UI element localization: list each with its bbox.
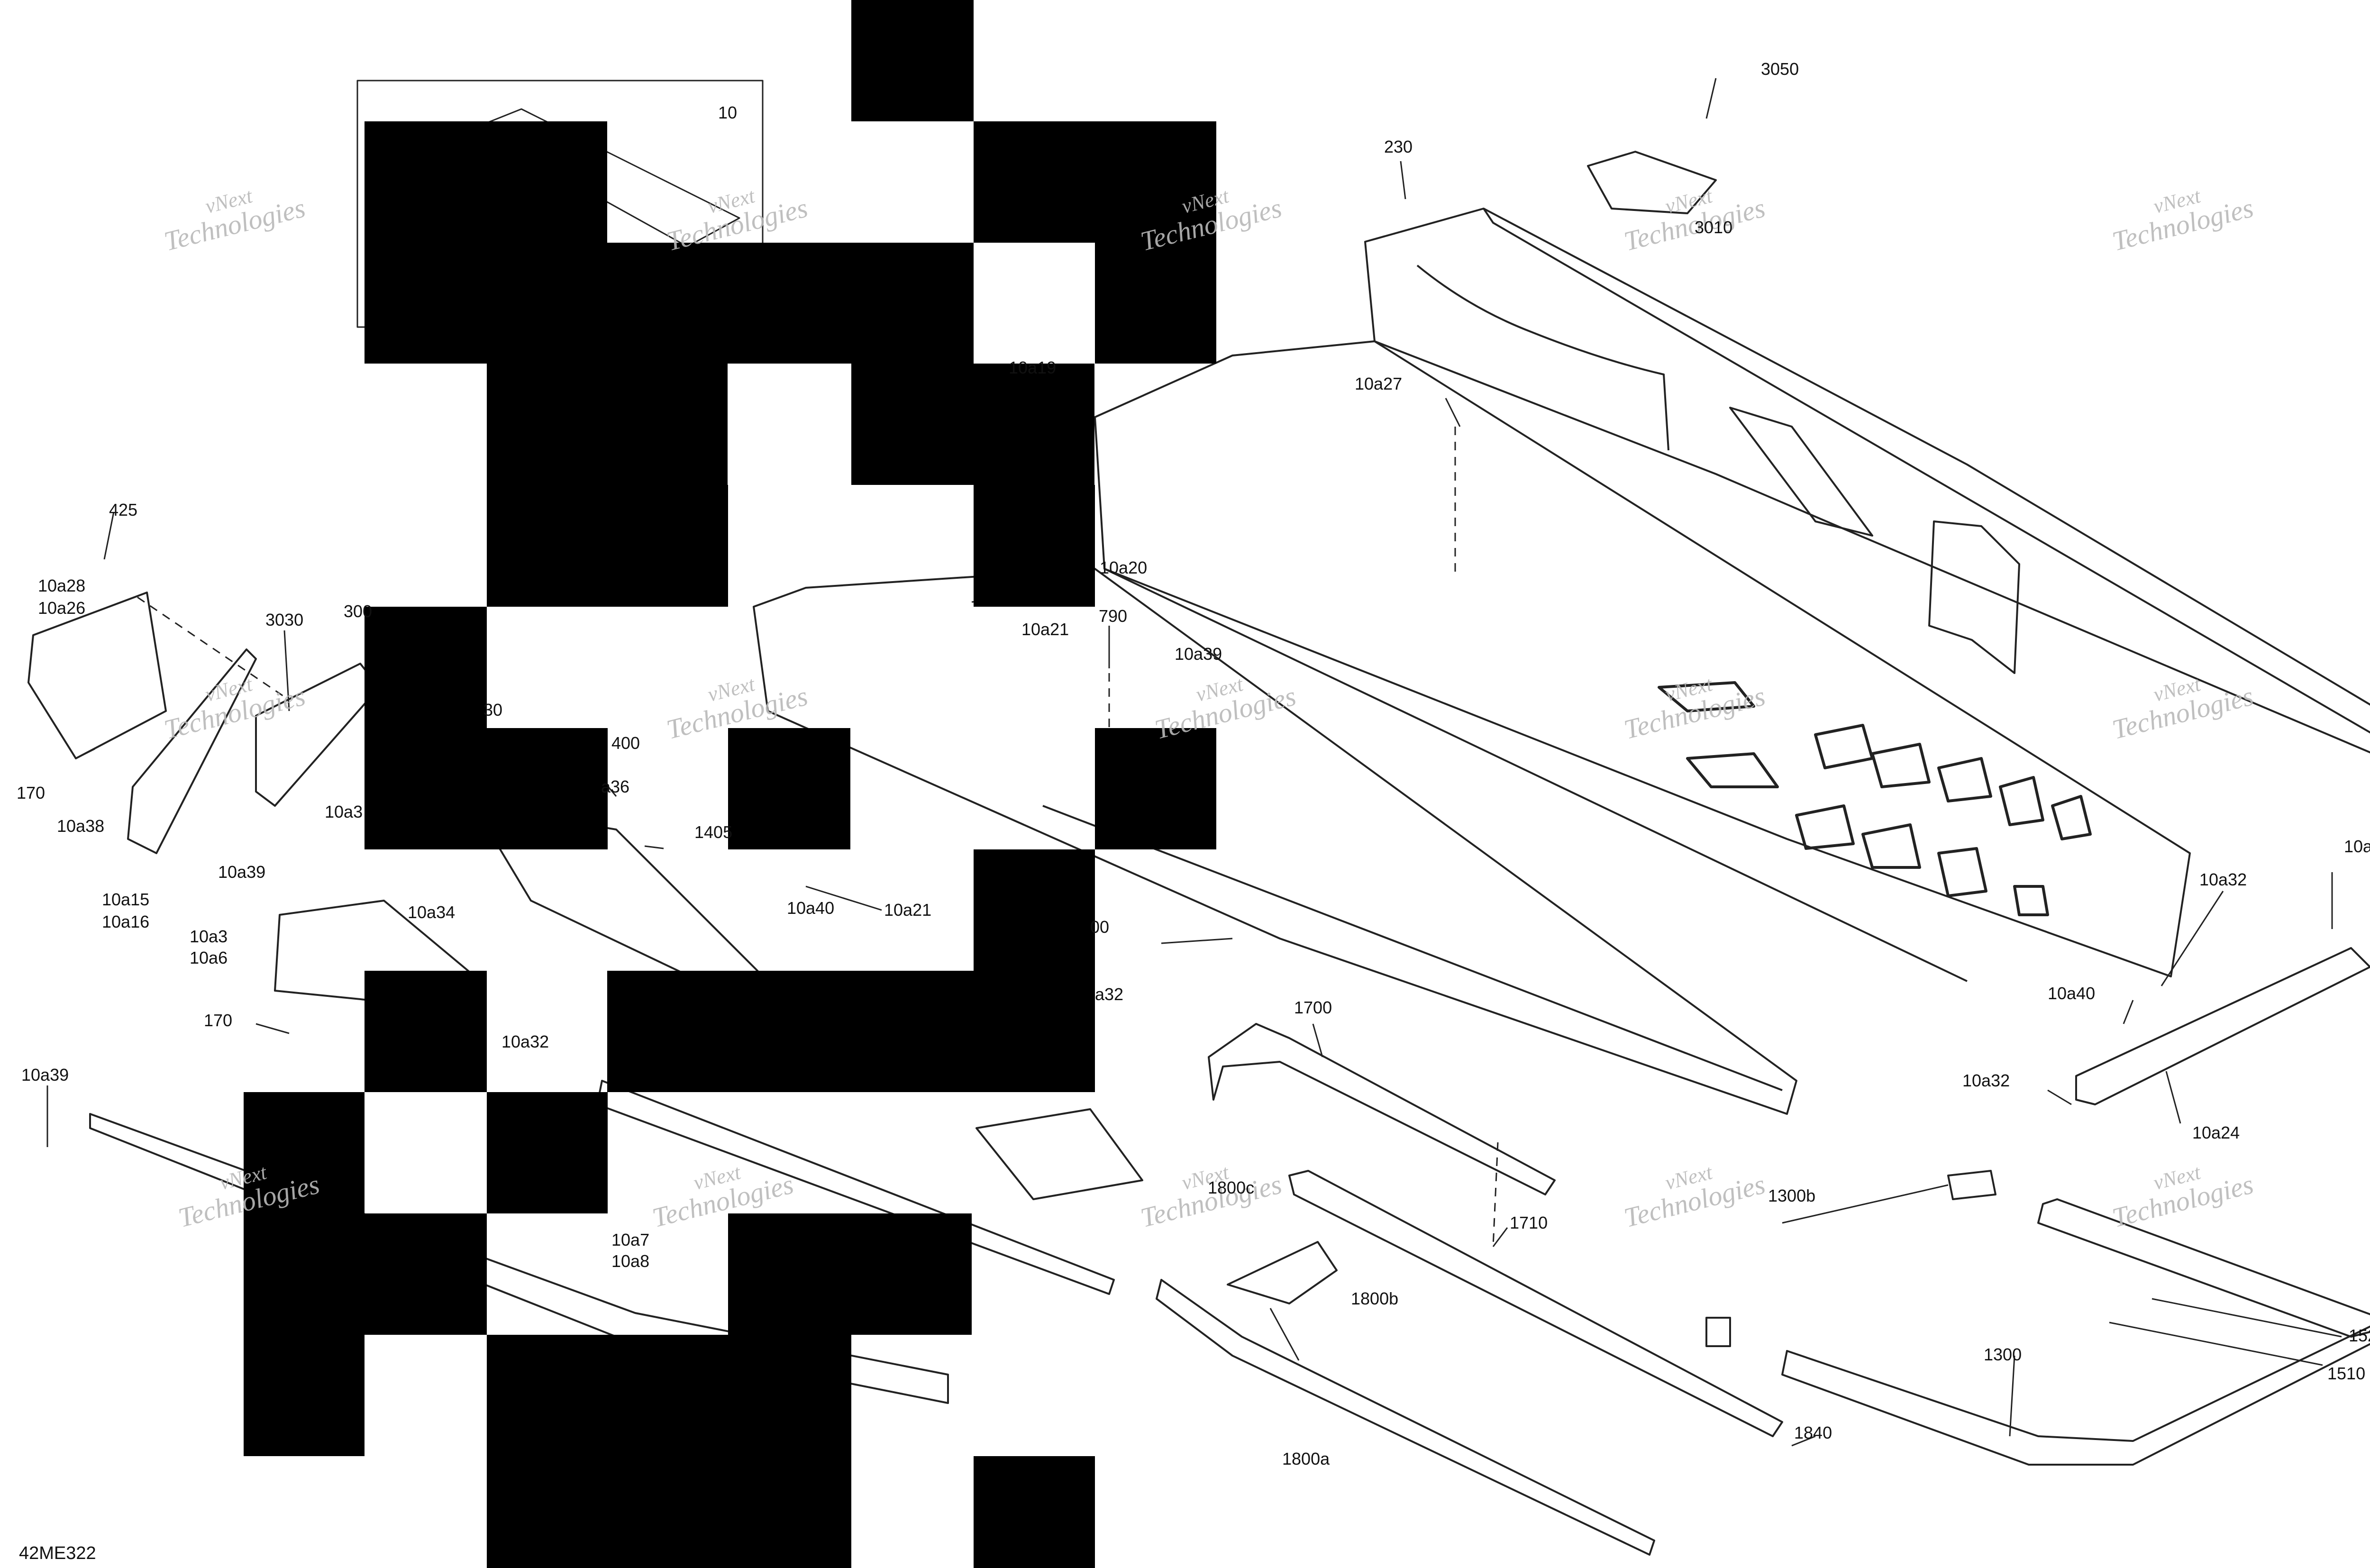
- callout-10a38: 10a38: [57, 816, 105, 836]
- callout-10a3: 10a3: [190, 927, 228, 946]
- callout-10a16: 10a16: [102, 912, 150, 931]
- callout-10a39: 10a39: [21, 1065, 69, 1085]
- callout-a36: a36: [601, 777, 630, 796]
- diagram-reference-code: 42ME322: [19, 1543, 96, 1563]
- callout-30: 30: [483, 700, 503, 720]
- leader-lines: [46, 78, 2342, 1447]
- callout-10a40: 10a40: [2048, 984, 2096, 1003]
- callout-a32: a32: [1095, 985, 1124, 1004]
- callout-1840: 1840: [1794, 1423, 1832, 1442]
- tunnel-top-plate: [1094, 340, 2191, 977]
- callout-10a27: 10a27: [1355, 374, 1403, 393]
- rail-rear-plate: [1928, 520, 2020, 674]
- callout-10a19: 10a19: [1009, 358, 1057, 377]
- front-support-rail: [255, 663, 380, 807]
- callout-1800b: 1800b: [1351, 1289, 1399, 1308]
- callout-10a40: 10a40: [787, 898, 835, 918]
- callout-1800a: 1800a: [1282, 1449, 1330, 1468]
- callout-230: 230: [1384, 137, 1413, 156]
- tunnel-vent-openings: [1658, 681, 2092, 916]
- left-bracket-plate: [27, 592, 167, 759]
- middle-bracket: [975, 1108, 1143, 1200]
- callout-10a24: 10a24: [2192, 1123, 2240, 1142]
- foot-bracket-1800b: [1227, 1241, 1338, 1304]
- callout-170: 170: [17, 783, 46, 802]
- callout-10a40: 10a40: [2344, 837, 2370, 856]
- callout-10a39: 10a39: [1175, 644, 1222, 664]
- bracket-3010: [1587, 151, 1717, 214]
- callout-10a8: 10a8: [611, 1251, 650, 1271]
- callout-10a28: 10a28: [38, 576, 86, 595]
- callout-00: 00: [1090, 917, 1110, 937]
- callout-1510: 1510: [2327, 1364, 2366, 1383]
- callout-1800c: 1800c: [1208, 1178, 1255, 1197]
- callout-10a7: 10a7: [611, 1230, 650, 1249]
- callout-790: 790: [1099, 606, 1128, 626]
- callout-1700: 1700: [1294, 998, 1332, 1017]
- callout-10a32: 10a32: [501, 1032, 549, 1051]
- callout-3010: 3010: [1695, 218, 1733, 237]
- tunnel-right-rail: [1364, 208, 2370, 754]
- callout-10: 10: [718, 103, 738, 122]
- callout-10a20: 10a20: [1100, 558, 1148, 577]
- callout-10a6: 10a6: [190, 948, 228, 967]
- callout-3030: 3030: [265, 610, 304, 629]
- callout-425: 425: [109, 500, 138, 520]
- callout-10a26: 10a26: [38, 598, 86, 618]
- callout-300x: 300: [344, 602, 373, 621]
- callout-1710: 1710: [1510, 1213, 1548, 1232]
- callout-1520: 1520: [2349, 1326, 2370, 1345]
- tunnel-left-side: [753, 568, 1797, 1115]
- callout-10a32: 10a32: [2199, 870, 2247, 889]
- rear-bumper-1300: [1781, 1325, 2370, 1466]
- callout-10a34: 10a34: [408, 903, 456, 922]
- callout-3050: 3050: [1761, 59, 1799, 79]
- callout-10a21: 10a21: [884, 900, 932, 920]
- foot-rest-1700: [1208, 1023, 1556, 1195]
- callout-170: 170: [204, 1011, 233, 1030]
- lower-left-rail: [89, 1113, 949, 1404]
- rear-bumper-rail: [2037, 1198, 2370, 1338]
- callout-1300b: 1300b: [1768, 1186, 1816, 1205]
- clip-lower: [1705, 1317, 1731, 1347]
- running-board-1800b: [1288, 1170, 1783, 1437]
- inset-tunnel-part: [473, 108, 740, 247]
- callout-10a32: 10a32: [1962, 1071, 2010, 1090]
- redaction-blocks: [244, 0, 1216, 1568]
- callout-400: 400: [611, 733, 640, 753]
- callout-10a21: 10a21: [1021, 620, 1069, 639]
- callout-1300: 1300: [1984, 1345, 2022, 1364]
- rear-crossmember-10a24: [2075, 947, 2370, 1105]
- callout-1405: 1405: [694, 822, 733, 842]
- callout-10a15: 10a15: [102, 890, 150, 909]
- running-board-1800a: [1156, 1279, 1655, 1556]
- callout-10a39: 10a39: [218, 862, 266, 882]
- callout-10a3x: 10a3: [325, 802, 363, 821]
- clip-1300b: [1947, 1170, 1996, 1200]
- left-arm: [127, 648, 257, 854]
